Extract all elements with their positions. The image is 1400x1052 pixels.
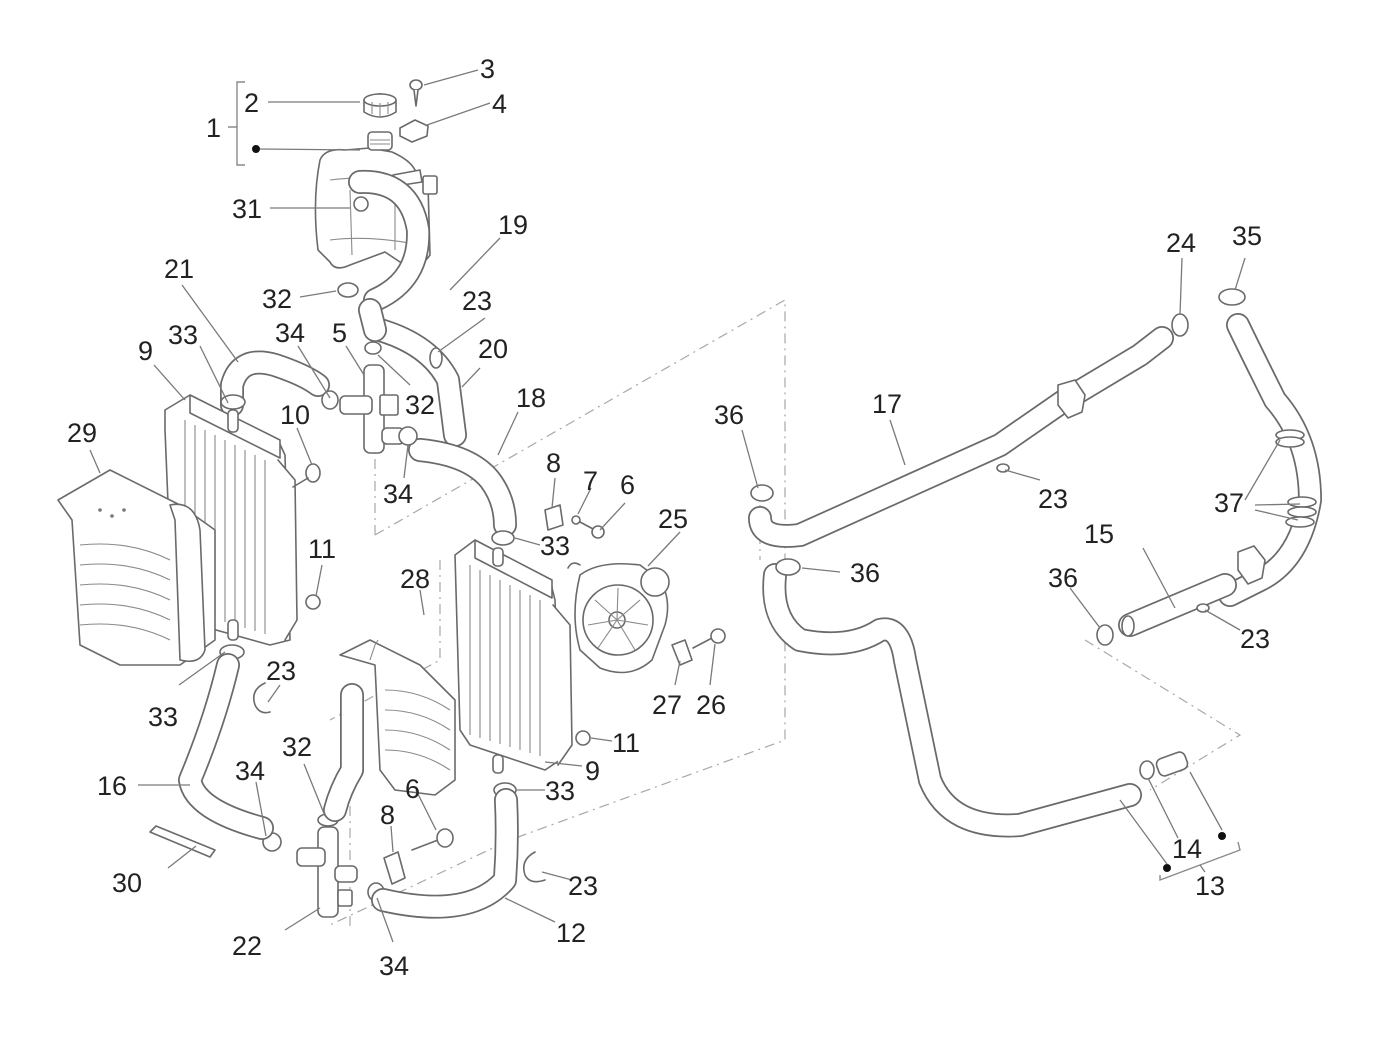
callout-31: 31 <box>232 194 262 224</box>
hose-20 <box>368 318 467 447</box>
bracket-8-lower <box>383 851 406 885</box>
screw <box>409 79 423 107</box>
callout-36-low: 36 <box>1048 563 1078 593</box>
hose-18 <box>408 438 517 537</box>
callout-34-mid: 34 <box>383 479 413 509</box>
callout-33-top: 33 <box>168 320 198 350</box>
short-hose-stub <box>358 298 387 342</box>
cooling-fan <box>567 562 670 674</box>
group-dot <box>252 145 260 153</box>
callout-34-left: 34 <box>235 756 265 786</box>
callout-23-right: 23 <box>1038 484 1068 514</box>
callout-6-upper: 6 <box>620 470 635 500</box>
screw-10 <box>292 463 321 488</box>
hose-15 <box>1118 573 1237 637</box>
callout-23-low: 23 <box>568 871 598 901</box>
group-bracket-13 <box>1159 832 1241 882</box>
hose-12 <box>371 788 519 919</box>
callout-9-left: 9 <box>138 336 153 366</box>
callout-11-left: 11 <box>308 534 336 564</box>
group-dot <box>1163 864 1171 872</box>
hose-16 <box>178 653 274 840</box>
screw-6-lower <box>411 828 454 851</box>
hose-lower-right <box>762 563 1142 838</box>
fitting-13 <box>1139 751 1189 780</box>
callout-34-top: 34 <box>275 318 305 348</box>
callout-33-low: 33 <box>545 776 575 806</box>
callout-35: 35 <box>1232 221 1262 251</box>
callout-24: 24 <box>1166 228 1196 258</box>
callout-3: 3 <box>480 54 495 84</box>
t-fitting-upper <box>339 364 405 454</box>
hose-19 <box>348 169 431 312</box>
callout-17: 17 <box>872 389 902 419</box>
callout-36-mid: 36 <box>850 558 880 588</box>
hose-37-curved <box>1218 313 1322 607</box>
hose-17 <box>748 326 1174 548</box>
bracket-8-upper <box>544 504 564 531</box>
callout-21: 21 <box>164 254 194 284</box>
callout-15: 15 <box>1084 519 1114 549</box>
hose-21 <box>220 350 330 417</box>
callout-19: 19 <box>498 210 528 240</box>
callout-11-right: 11 <box>612 728 640 758</box>
sleeves-37 <box>1275 429 1317 528</box>
clip-nut <box>399 119 429 143</box>
washer-7 <box>571 515 581 525</box>
callout-13: 13 <box>1195 871 1225 901</box>
callout-2: 2 <box>244 88 259 118</box>
callout-29: 29 <box>67 418 97 448</box>
callout-12: 12 <box>556 918 586 948</box>
callout-20: 20 <box>478 334 508 364</box>
callout-7: 7 <box>583 466 598 496</box>
callout-9-right: 9 <box>585 756 600 786</box>
callout-23-top: 23 <box>462 286 492 316</box>
callout-32-top: 32 <box>262 284 292 314</box>
callout-32-mid: 32 <box>405 390 435 420</box>
callout-8-lower: 8 <box>380 800 395 830</box>
callout-6-lower: 6 <box>405 774 420 804</box>
callout-18: 18 <box>516 383 546 413</box>
bracket-27 <box>671 639 693 666</box>
callout-1: 1 <box>206 113 221 143</box>
callout-33-mid: 33 <box>540 531 570 561</box>
radiator-right <box>454 539 573 774</box>
t-fitting-lower <box>296 826 358 918</box>
callout-37: 37 <box>1214 488 1244 518</box>
filler-cap <box>363 93 397 118</box>
callout-22: 22 <box>232 931 262 961</box>
group-dot <box>1218 832 1226 840</box>
callout-28: 28 <box>400 564 430 594</box>
callout-32-low: 32 <box>282 732 312 762</box>
shroud-left <box>57 469 216 666</box>
hose-stub-lower <box>323 683 364 822</box>
callout-23-left: 23 <box>266 656 296 686</box>
callout-14: 14 <box>1172 834 1202 864</box>
callout-25: 25 <box>658 504 688 534</box>
callout-5: 5 <box>332 318 347 348</box>
foam-strip-30 <box>149 825 216 858</box>
callout-10: 10 <box>280 400 310 430</box>
callout-8-upper: 8 <box>546 448 561 478</box>
callout-27: 27 <box>652 690 682 720</box>
callout-30: 30 <box>112 868 142 898</box>
callout-36-top: 36 <box>714 400 744 430</box>
leader-lines <box>89 69 1301 943</box>
callout-23-far: 23 <box>1240 624 1270 654</box>
callout-34-low: 34 <box>379 951 409 981</box>
callout-26: 26 <box>696 690 726 720</box>
callout-4: 4 <box>492 89 507 119</box>
shroud-right <box>339 639 456 796</box>
screw-26 <box>692 628 726 649</box>
callout-labels: 1 2 3 4 31 19 21 32 23 33 34 5 20 9 32 1… <box>67 54 1270 981</box>
group-bracket-1 <box>228 81 361 166</box>
callout-33-left: 33 <box>148 702 178 732</box>
callout-16: 16 <box>97 771 127 801</box>
nut-11-right <box>575 730 591 746</box>
nut-11-left <box>305 594 321 610</box>
